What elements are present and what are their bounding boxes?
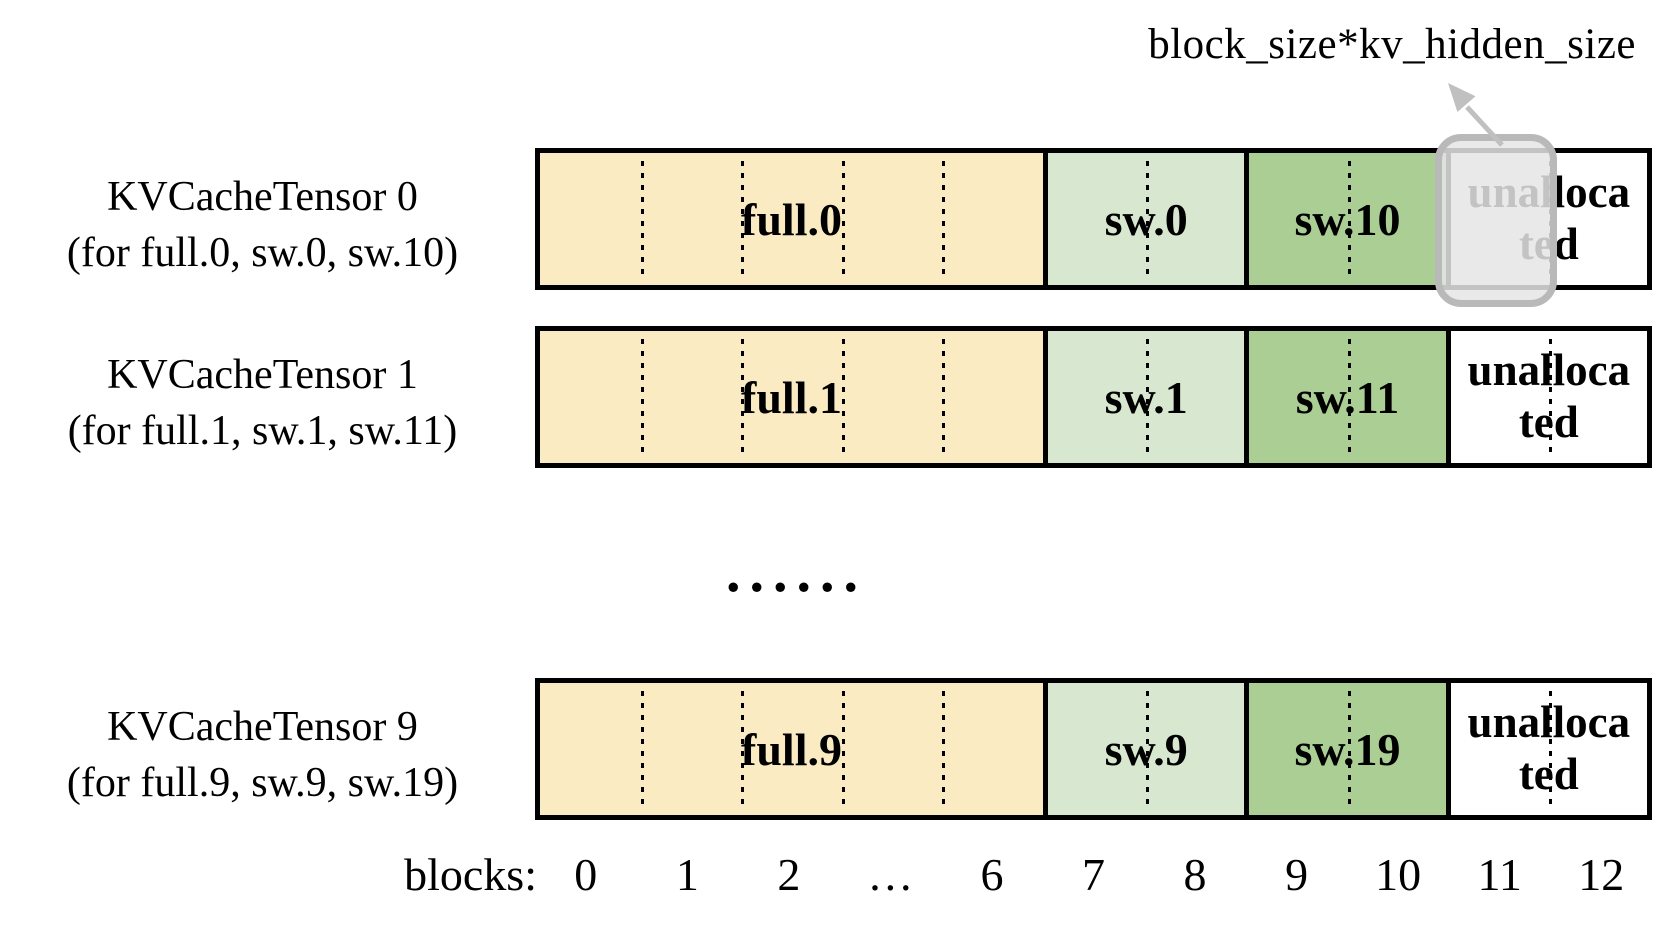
segment-label: sw.19: [1294, 723, 1401, 775]
annotation-title: block_size*kv_hidden_size: [1148, 21, 1636, 68]
segment-label: full.1: [741, 371, 842, 423]
tensor-row-9: KVCacheTensor 9 (for full.9, sw.9, sw.19…: [0, 678, 1676, 820]
tensor-0-contents: (for full.0, sw.0, sw.10): [66, 230, 459, 276]
segment-unallocated: unalloca ted: [1445, 683, 1647, 815]
tick-2: 2: [777, 849, 801, 900]
tick-ellipsis: …: [867, 849, 914, 900]
tensor-1-name: KVCacheTensor 1: [107, 351, 418, 398]
tick-11: 11: [1477, 849, 1522, 900]
block-grid: [540, 153, 1043, 285]
block-grid: [1048, 331, 1245, 463]
segment-label: full.9: [741, 723, 842, 775]
tick-10: 10: [1375, 849, 1422, 900]
block-grid: [1048, 683, 1245, 815]
block-grid: [540, 683, 1043, 815]
tick-8: 8: [1183, 849, 1207, 900]
tick-1: 1: [675, 849, 699, 900]
segment-label: full.0: [741, 193, 842, 245]
segment-unallocated: unalloca ted: [1445, 331, 1647, 463]
blocks-axis-label: blocks:: [404, 849, 537, 900]
block-grid: [1249, 683, 1446, 815]
block-grid: [1048, 153, 1245, 285]
segment-full-9: full.9: [540, 683, 1043, 815]
segment-sw-19: sw.19: [1244, 683, 1446, 815]
segment-label: sw.9: [1104, 723, 1188, 775]
segment-sw-9: sw.9: [1043, 683, 1245, 815]
block-grid: [1249, 153, 1446, 285]
tensor-row-1: KVCacheTensor 1 (for full.1, sw.1, sw.11…: [0, 326, 1676, 468]
block-grid: [1451, 331, 1647, 463]
tensor-9-name: KVCacheTensor 9: [107, 703, 418, 750]
tensor-1-label: KVCacheTensor 1 (for full.1, sw.1, sw.11…: [15, 332, 510, 474]
tensor-9-label: KVCacheTensor 9 (for full.9, sw.9, sw.19…: [15, 684, 510, 826]
tensor-0-name: KVCacheTensor 0: [107, 173, 418, 220]
tick-6: 6: [980, 849, 1004, 900]
segment-sw-10: sw.10: [1244, 153, 1446, 285]
segment-full-0: full.0: [540, 153, 1043, 285]
segment-label: sw.11: [1295, 371, 1400, 423]
tick-12: 12: [1578, 849, 1625, 900]
segment-sw-11: sw.11: [1244, 331, 1446, 463]
segment-sw-1: sw.1: [1043, 331, 1245, 463]
tensor-1-bar: full.1 sw.1 sw.11 unalloca ted: [535, 326, 1652, 468]
blocks-axis-ticks: 0 1 2 … 6 7 8 9 10 11 12: [535, 848, 1652, 901]
segment-full-1: full.1: [540, 331, 1043, 463]
segment-label: sw.0: [1104, 193, 1188, 245]
tensor-row-0: KVCacheTensor 0 (for full.0, sw.0, sw.10…: [0, 148, 1676, 290]
block-grid: [1451, 153, 1647, 285]
segment-sw-0: sw.0: [1043, 153, 1245, 285]
tick-7: 7: [1082, 849, 1105, 900]
segment-label: unalloca ted: [1467, 697, 1631, 799]
segment-label: unalloca ted: [1467, 345, 1631, 447]
tensor-9-bar: full.9 sw.9 sw.19 unalloca ted: [535, 678, 1652, 820]
tensor-9-contents: (for full.9, sw.9, sw.19): [66, 760, 459, 806]
rows-ellipsis: ......: [726, 539, 867, 604]
tensor-1-contents: (for full.1, sw.1, sw.11): [67, 408, 458, 454]
segment-label: sw.1: [1104, 371, 1188, 423]
block-grid: [1249, 331, 1446, 463]
block-grid: [540, 331, 1043, 463]
tick-0: 0: [574, 849, 598, 900]
tensor-0-label: KVCacheTensor 0 (for full.0, sw.0, sw.10…: [15, 154, 510, 296]
blocks-axis: blocks: 0 1 2 … 6 7 8 9 10 11 12: [0, 848, 1676, 908]
tick-9: 9: [1285, 849, 1309, 900]
block-grid: [1451, 683, 1647, 815]
segment-label: sw.10: [1294, 193, 1401, 245]
annotation-arrow-icon: [1448, 83, 1504, 147]
